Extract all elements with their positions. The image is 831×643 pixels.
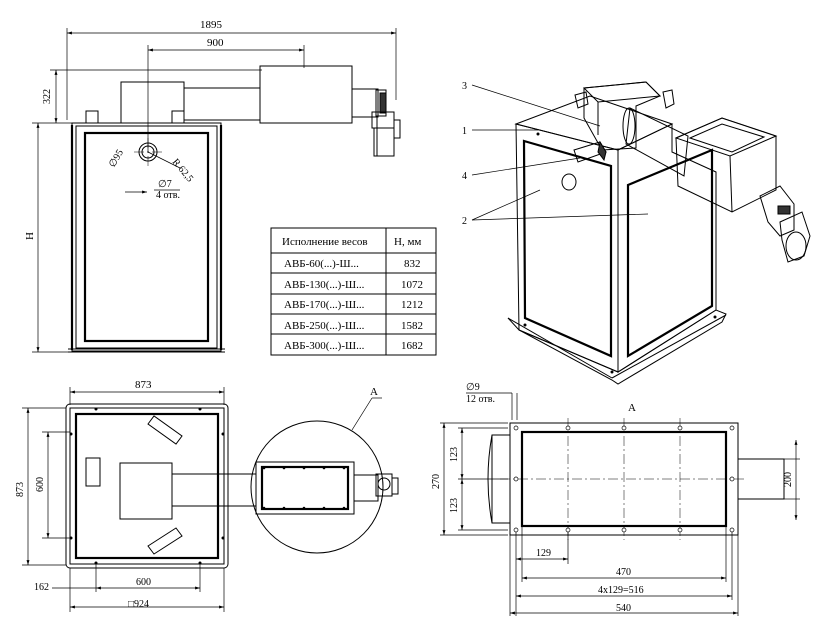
dim-plan-top: 873 [135, 379, 152, 391]
detail-holes-count: 12 отв. [466, 394, 495, 405]
dim-plan-bottom-inner: 600 [136, 577, 151, 588]
table-header-h: H, мм [394, 236, 421, 248]
dim-detail-inner: 470 [616, 567, 631, 578]
callout-3: 3 [462, 81, 467, 92]
dim-offset: 900 [207, 37, 224, 49]
small-holes-diameter: ∅7 [158, 179, 172, 190]
dim-detail-pitches: 4х129=516 [598, 585, 644, 596]
dim-plan-bottom-offset: 162 [34, 582, 49, 593]
detail-title: А [628, 402, 636, 414]
table-row-h: 1682 [401, 340, 423, 352]
small-holes-count: 4 отв. [156, 190, 180, 201]
callout-2: 2 [462, 216, 467, 227]
dim-height: H [24, 232, 36, 240]
callout-1: 1 [462, 126, 467, 137]
detail-label: А [370, 386, 378, 398]
table-header-model: Исполнение весов [282, 236, 368, 248]
dim-detail-left-lower: 123 [449, 498, 460, 513]
table-row-h: 1072 [401, 279, 423, 291]
table-row-model: АВБ-250(...)-Ш... [284, 320, 365, 332]
table-row-h: 1582 [401, 320, 423, 332]
hole-radius: R 62,5 [170, 157, 196, 185]
dim-detail-outer: 540 [616, 603, 631, 614]
callout-4: 4 [462, 171, 467, 182]
table-row-h: 1212 [401, 299, 423, 311]
table-row-model: АВБ-130(...)-Ш... [284, 279, 365, 291]
dim-detail-left-outer: 270 [431, 474, 442, 489]
detail-holes-diameter: ∅9 [466, 382, 480, 393]
dim-detail-left-upper: 123 [449, 447, 460, 462]
dim-plan-bottom-outer: □924 [128, 599, 149, 610]
versions-table: Исполнение весов H, мм АВБ-60(...)-Ш... … [270, 227, 437, 356]
dim-plan-left-inner: 600 [35, 477, 46, 492]
dim-plan-left-outer: 873 [15, 482, 26, 497]
detail-a-view: А ∅9 12 отв. 200 270 [431, 382, 800, 616]
isometric-view: 3 1 4 2 [462, 81, 811, 385]
table-row-h: 832 [404, 258, 421, 270]
table-row-model: АВБ-170(...)-Ш... [284, 299, 365, 311]
dim-detail-right: 200 [783, 472, 794, 487]
dim-detail-pitch: 129 [536, 548, 551, 559]
hole-diameter: ∅95 [107, 148, 126, 170]
plan-view: 873 873 600 [15, 379, 399, 612]
dim-height-top: 322 [42, 89, 53, 104]
dim-total-width: 1895 [200, 19, 223, 31]
detail-circle [250, 420, 384, 554]
table-row-model: АВБ-300(...)-Ш... [284, 340, 365, 352]
table-row-model: АВБ-60(...)-Ш... [284, 258, 359, 270]
